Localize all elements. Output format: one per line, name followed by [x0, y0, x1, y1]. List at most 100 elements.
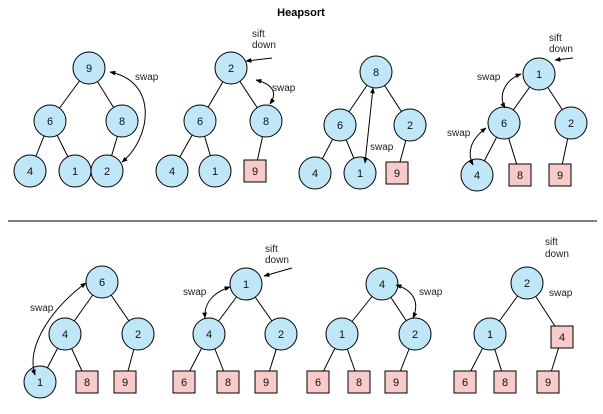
node-value: 6	[315, 377, 321, 389]
heap-node	[198, 154, 232, 188]
swap-arrow	[363, 87, 375, 164]
node-value: 1	[243, 279, 249, 291]
heap-node	[13, 154, 47, 188]
heap-node	[359, 55, 393, 89]
node-value: 8	[119, 116, 125, 128]
sift-down-arrow	[263, 267, 293, 277]
node-value: 8	[263, 116, 269, 128]
node-value: 1	[72, 166, 78, 178]
heap-node	[155, 154, 189, 188]
swap-label: swap	[135, 72, 159, 83]
sorted-node	[216, 370, 240, 394]
sorted-node	[306, 370, 330, 394]
swap-label: swap	[477, 72, 501, 83]
sorted-node	[385, 161, 409, 185]
node-value: 9	[252, 166, 258, 178]
swap-arrow	[468, 127, 487, 166]
node-value: 4	[206, 329, 212, 341]
node-value: 2	[568, 118, 574, 130]
swap-label: swap	[370, 142, 394, 153]
heap-node	[33, 104, 67, 138]
heap-node	[554, 106, 588, 140]
node-value: 1	[536, 69, 542, 81]
node-value: 4	[379, 279, 385, 291]
sorted-node	[548, 163, 572, 187]
node-value: 6	[501, 118, 507, 130]
node-value: 4	[559, 332, 565, 344]
node-value: 2	[278, 329, 284, 341]
node-value: 8	[356, 377, 362, 389]
sift-down-arrow	[245, 57, 273, 63]
swap-arrow	[395, 284, 418, 319]
heap-node	[264, 317, 298, 351]
node-value: 4	[169, 166, 175, 178]
node-value: 1	[339, 329, 345, 341]
swap-label: swap	[183, 287, 207, 298]
node-value: 2	[524, 278, 530, 290]
sorted-node	[254, 370, 278, 394]
node-value: 1	[357, 168, 363, 180]
sorted-node	[493, 370, 517, 394]
heap-node	[522, 57, 556, 91]
sift-down-label-line2: down	[252, 40, 276, 51]
node-value: 9	[545, 377, 551, 389]
heap-node	[121, 317, 155, 351]
node-value: 9	[86, 63, 92, 75]
node-value: 2	[135, 329, 141, 341]
sorted-node	[536, 370, 560, 394]
heap-node	[85, 265, 119, 299]
heap-node	[365, 267, 399, 301]
node-value: 6	[337, 120, 343, 132]
sorted-node	[508, 163, 532, 187]
heap-node	[90, 154, 124, 188]
node-value: 8	[84, 377, 90, 389]
heap-tree: 2 1 4 6 8 9	[453, 266, 574, 394]
annotations-layer: swap sift down swap swap sift down swap …	[30, 29, 574, 376]
node-value: 9	[122, 377, 128, 389]
node-value: 8	[517, 170, 523, 182]
heap-node	[510, 266, 544, 300]
sorted-node	[75, 370, 99, 394]
sorted-node	[172, 370, 196, 394]
swap-label: swap	[549, 288, 573, 299]
heap-node	[214, 51, 248, 85]
sift-down-label-line1: sift	[265, 244, 278, 255]
node-value: 6	[462, 377, 468, 389]
node-value: 6	[181, 377, 187, 389]
sorted-node	[550, 325, 574, 349]
sift-down-label-line1: sift	[252, 29, 265, 40]
node-value: 1	[487, 329, 493, 341]
node-value: 6	[99, 277, 105, 289]
node-value: 9	[557, 170, 563, 182]
sorted-node	[384, 370, 408, 394]
node-value: 1	[37, 377, 43, 389]
node-value: 4	[62, 329, 68, 341]
node-value: 6	[197, 116, 203, 128]
heap-node	[473, 317, 507, 351]
node-value: 2	[104, 166, 110, 178]
node-value: 4	[474, 170, 480, 182]
sorted-node	[243, 159, 267, 183]
sift-down-arrow	[554, 57, 574, 62]
node-value: 4	[27, 166, 33, 178]
sift-down-label-line1: sift	[549, 33, 562, 44]
swap-arrow	[255, 78, 275, 105]
sorted-node	[347, 370, 371, 394]
heap-node	[72, 51, 106, 85]
sift-down-label-line2: down	[545, 249, 569, 260]
swap-label: swap	[272, 83, 296, 94]
heap-tree: 6 4 2 1 8 9	[23, 265, 155, 399]
node-value: 9	[393, 377, 399, 389]
heap-node	[229, 267, 263, 301]
heap-node	[249, 104, 283, 138]
node-value: 8	[502, 377, 508, 389]
sift-down-label-line1: sift	[545, 237, 558, 248]
swap-arrow	[500, 73, 522, 109]
swap-arrow	[202, 286, 231, 319]
swap-arrow	[31, 282, 87, 376]
swap-label: swap	[447, 128, 471, 139]
swap-label: swap	[30, 303, 54, 314]
